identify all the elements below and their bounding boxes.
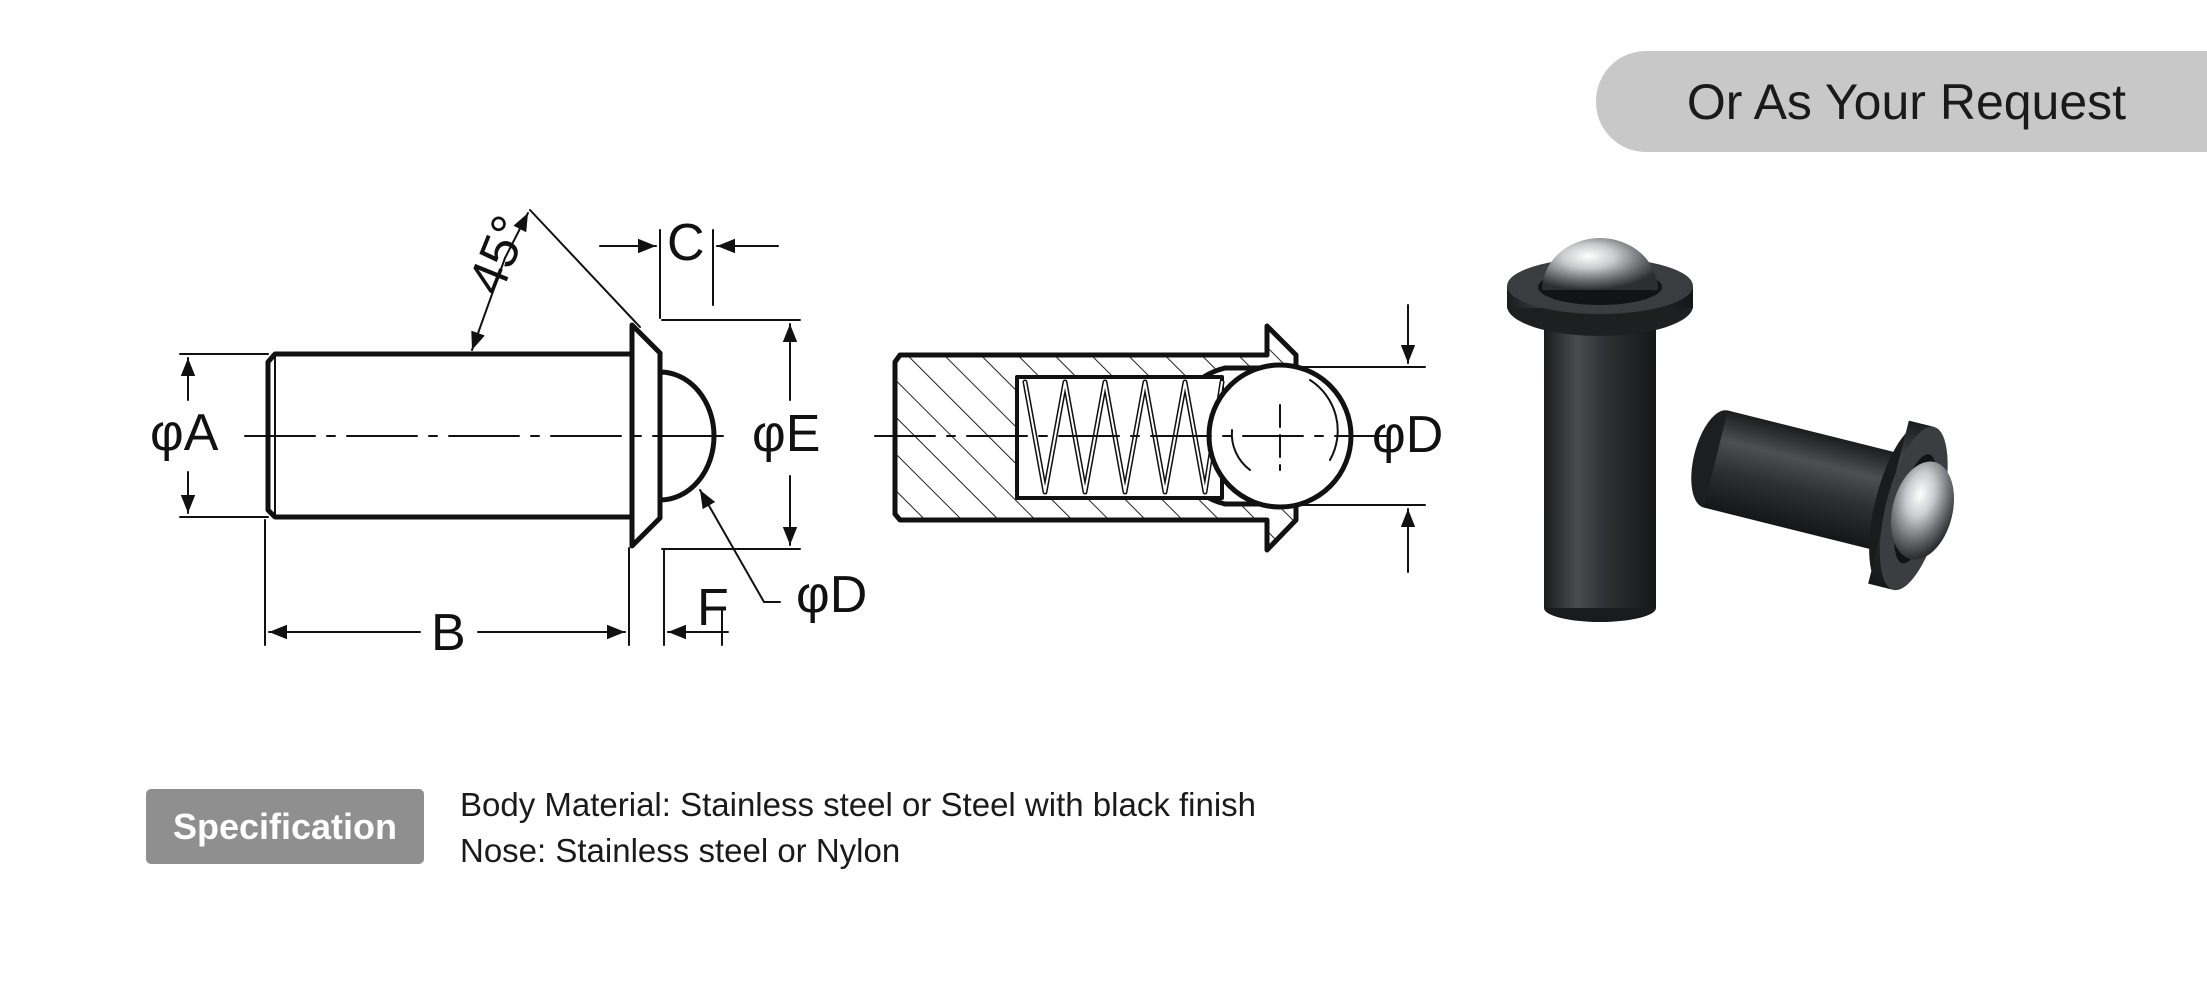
label-phi-a: φA <box>150 404 219 462</box>
ball-plunger-upright-icon <box>1507 238 1693 622</box>
side-view <box>179 209 801 646</box>
ball-plunger-tilted-icon <box>1691 410 1954 591</box>
specification-badge: Specification <box>146 789 424 864</box>
spec-body-material: Body Material: Stainless steel or Steel … <box>460 786 1257 823</box>
specification-text: Body Material: Stainless steel or Steel … <box>460 782 1256 874</box>
label-angle-45: 45° <box>457 208 540 303</box>
label-section-phi-d: φD <box>1372 406 1443 464</box>
section-view <box>874 304 1426 573</box>
label-phi-e: φE <box>752 405 820 463</box>
spec-nose-material: Nose: Stainless steel or Nylon <box>460 832 901 869</box>
product-photo <box>1507 238 1954 622</box>
label-f: F <box>697 579 729 637</box>
banner-text: Or As Your Request <box>1686 73 2127 130</box>
request-banner: Or As Your Request <box>1596 51 2207 152</box>
label-b: B <box>431 604 466 662</box>
label-phi-d: φD <box>796 566 867 624</box>
label-c: C <box>667 214 705 272</box>
